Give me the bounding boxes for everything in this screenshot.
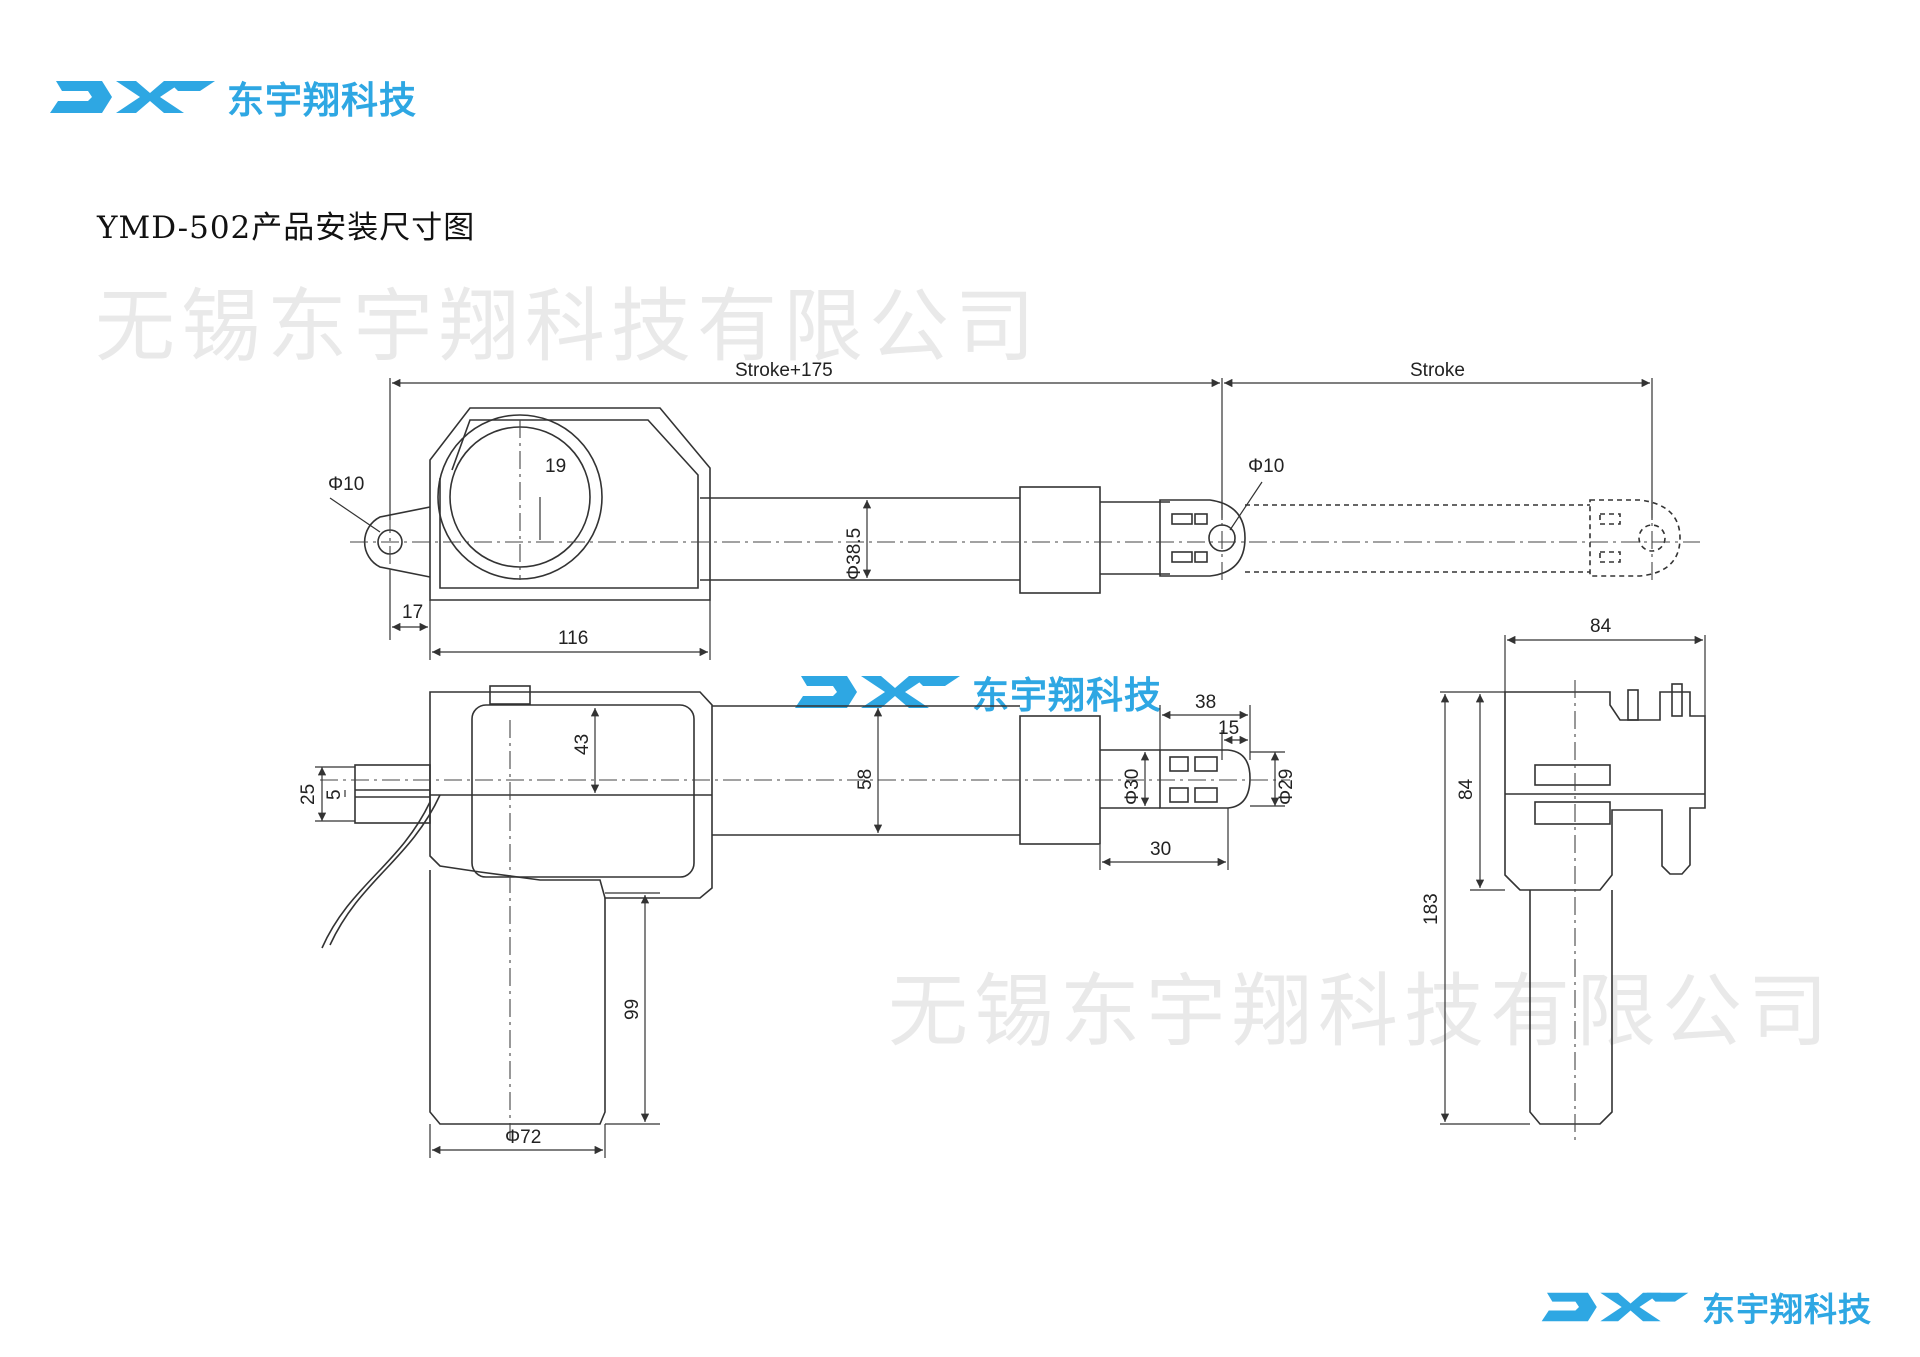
- dim-rod-end-15: 15: [1218, 718, 1239, 739]
- watermark: 无锡东宇翔科技有限公司: [95, 280, 1041, 373]
- brand-logo-top: 东宇翔科技: [50, 70, 417, 124]
- dyx-logo-icon: [1541, 1292, 1689, 1322]
- dim-side-width-84: 84: [1590, 616, 1612, 637]
- dim-rod-end-38: 38: [1195, 692, 1216, 713]
- dim-height-58: 58: [855, 769, 876, 790]
- dim-height-43: 43: [572, 734, 593, 755]
- dim-side-84: 84: [1456, 778, 1477, 800]
- dim-motor-dia: Φ72: [505, 1127, 541, 1148]
- dim-rod-end-dia: Φ29: [1276, 769, 1297, 805]
- brand-name: 东宇翔科技: [972, 674, 1162, 717]
- dim-rod-dia: Φ30: [1122, 769, 1143, 805]
- dyx-logo-icon: [50, 81, 215, 113]
- dim-rear-pin-dia: Φ10: [328, 474, 364, 495]
- dim-rod-end-30: 30: [1150, 839, 1171, 860]
- watermark: 无锡东宇翔科技有限公司: [888, 965, 1834, 1058]
- dim-rear-offset-17: 17: [402, 602, 423, 623]
- brand-name: 东宇翔科技: [227, 79, 417, 122]
- brand-logo-bottom: 东宇翔科技: [1540, 1283, 1872, 1331]
- dim-housing-116: 116: [558, 628, 588, 649]
- dim-stroke: Stroke: [1410, 360, 1465, 381]
- dim-side-183: 183: [1421, 893, 1442, 925]
- dim-motor-99: 99: [622, 999, 643, 1020]
- brand-logo-center: 东宇翔科技: [795, 665, 1162, 719]
- dim-front-pin-dia: Φ10: [1248, 456, 1284, 477]
- dim-tube-dia: Φ38.5: [844, 528, 865, 580]
- dim-clevis-25: 25: [298, 784, 319, 805]
- dim-stroke-plus-175: Stroke+175: [735, 360, 833, 381]
- page-title: YMD-502产品安装尺寸图: [97, 210, 476, 246]
- dim-clevis-5: 5: [324, 789, 345, 800]
- brand-name: 东宇翔科技: [1702, 1290, 1872, 1329]
- dyx-logo-icon: [795, 676, 960, 708]
- dim-gear-19: 19: [545, 456, 566, 477]
